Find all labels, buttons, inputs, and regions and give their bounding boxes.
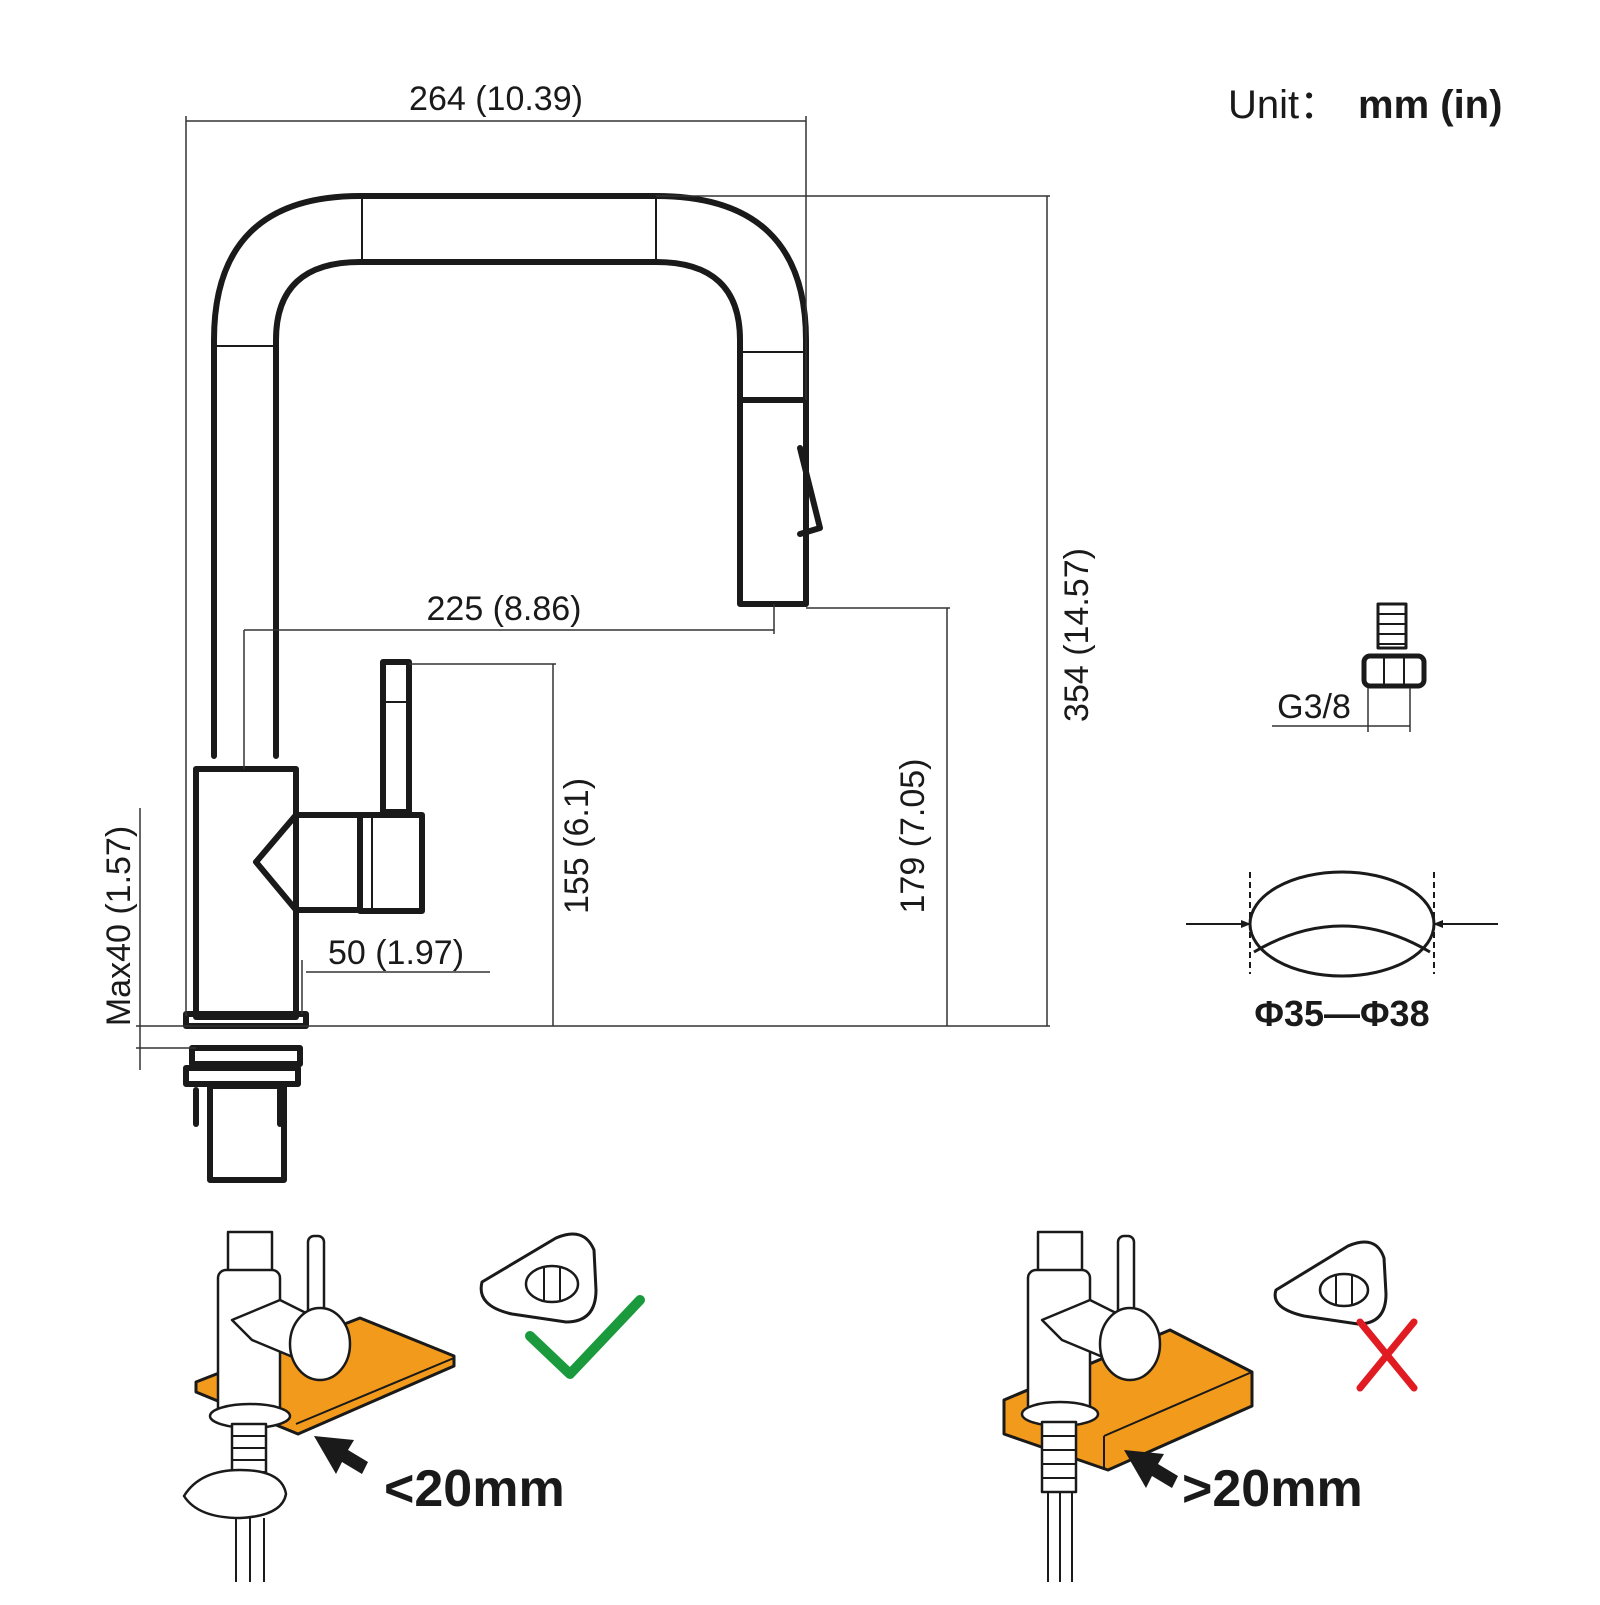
unit-value: mm (in) [1358,83,1502,127]
hole-size-label: Φ35—Φ38 [1254,993,1429,1034]
overall-width-dimension: 264 (10.39) [409,80,583,118]
hose-connector-icon [1272,602,1427,732]
mounting-hole-icon [1186,870,1498,978]
install-correct-thickness: <20mm [384,1460,565,1518]
handle-height-dimension: 155 (6.1) [558,778,596,914]
install-correct-illustration [182,1230,645,1582]
spout-reach-dimension: 225 (8.86) [427,590,582,628]
check-icon [525,1295,645,1379]
connector-label: G3/8 [1277,688,1351,726]
dimension-lines [136,116,1050,1070]
install-incorrect-illustration [1002,1230,1418,1582]
install-incorrect-thickness: >20mm [1182,1460,1363,1518]
max-deck-dimension: Max40 (1.57) [100,826,138,1026]
base-diameter-dimension: 50 (1.97) [328,934,464,972]
faucet-drawing [183,193,823,1183]
cross-icon [1356,1318,1418,1392]
overall-height-dimension: 354 (14.57) [1058,548,1096,722]
unit-label: Unit： [1228,83,1339,127]
spout-height-dimension: 179 (7.05) [894,759,932,914]
